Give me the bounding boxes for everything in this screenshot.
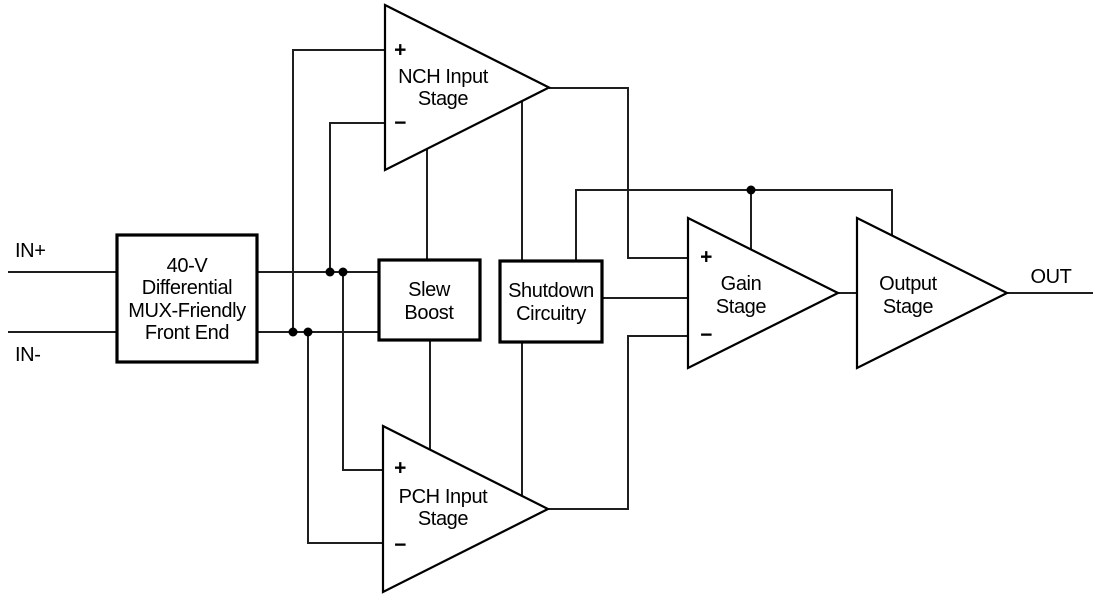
junction-dot-inplus-nch — [325, 267, 335, 277]
slew-boost-line-2: Boost — [404, 302, 454, 324]
nch-plus-sign-icon: + — [394, 39, 406, 62]
pch-line-2: Stage — [418, 508, 469, 530]
gain-plus-sign-icon: + — [700, 246, 712, 269]
nch-input-stage-triangle — [383, 3, 552, 172]
front-end-label: 40-V Differential MUX-Friendly Front End — [128, 255, 246, 344]
wires — [8, 49, 1093, 544]
output-stage-triangle — [855, 216, 1010, 370]
output-line-1: Output — [879, 273, 937, 295]
gain-line-2: Stage — [716, 296, 767, 318]
wire-pch-out-to-gain-minus — [548, 335, 688, 510]
in-minus-label: IN- — [15, 344, 40, 366]
gain-stage-label: + − Gain Stage — [700, 246, 767, 347]
nch-line-1: NCH Input — [398, 66, 489, 88]
front-end-line-4: Front End — [145, 322, 229, 344]
wire-shutdown-to-output-top — [575, 189, 893, 261]
junction-dot-top-line — [746, 185, 756, 195]
junction-dot-inplus-pch — [338, 267, 348, 277]
gain-line-1: Gain — [721, 273, 762, 295]
front-end-box — [115, 233, 259, 364]
gain-stage-triangle — [686, 216, 841, 370]
pch-line-1: PCH Input — [399, 486, 489, 508]
wire-pch-minus-input — [307, 332, 383, 544]
slew-boost-line-1: Slew — [408, 279, 451, 301]
gain-minus-sign-icon: − — [700, 324, 712, 347]
nch-minus-sign-icon: − — [394, 112, 406, 135]
shutdown-box — [498, 259, 604, 344]
slew-boost-box — [377, 258, 482, 342]
front-end-line-3: MUX-Friendly — [128, 300, 246, 322]
output-stage-label: Output Stage — [879, 273, 938, 318]
pch-minus-sign-icon: − — [394, 534, 406, 557]
slew-boost-label: Slew Boost — [404, 279, 454, 324]
shutdown-line-2: Circuitry — [516, 303, 586, 325]
output-line-2: Stage — [883, 296, 934, 318]
nch-input-stage-label: + − NCH Input Stage — [394, 39, 489, 135]
pch-input-stage-triangle — [381, 424, 551, 594]
out-label: OUT — [1030, 266, 1071, 288]
nch-line-2: Stage — [418, 88, 469, 110]
shutdown-line-1: Shutdown — [508, 280, 594, 302]
pch-input-stage-label: + − PCH Input Stage — [394, 457, 489, 557]
junction-dots — [288, 185, 756, 337]
shutdown-label: Shutdown Circuitry — [508, 280, 594, 325]
front-end-line-1: 40-V — [167, 255, 209, 277]
wire-pch-plus-input — [342, 272, 383, 471]
front-end-line-2: Differential — [142, 277, 232, 299]
junction-dot-inminus-nch — [288, 327, 298, 337]
junction-dot-inminus-pch — [303, 327, 313, 337]
wire-nch-plus-input — [292, 49, 385, 332]
wire-nch-minus-input — [329, 122, 385, 272]
in-plus-label: IN+ — [15, 240, 45, 262]
wire-nch-out-to-gain-plus — [549, 87, 688, 259]
pch-plus-sign-icon: + — [394, 457, 406, 480]
